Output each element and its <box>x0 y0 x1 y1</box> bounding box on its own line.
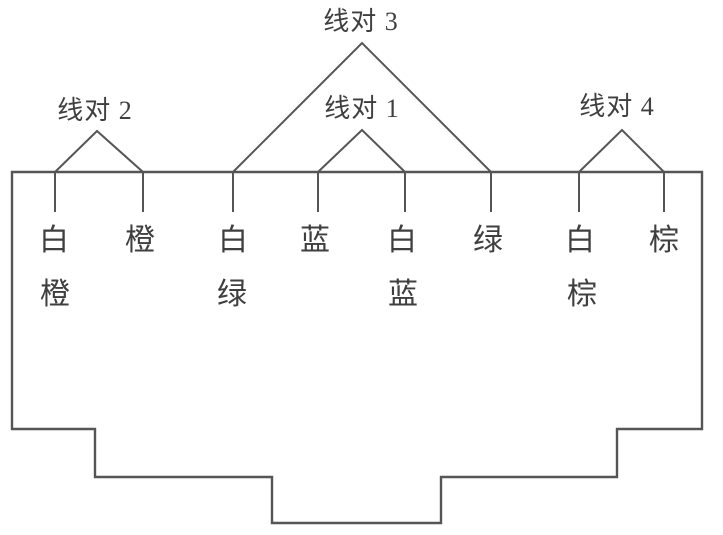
pair4-label: 线对 4 <box>579 92 655 121</box>
connector-outline <box>10 170 704 525</box>
wire4-top-label: 蓝 <box>300 224 330 257</box>
wire2-top-label: 橙 <box>125 224 155 257</box>
wire5-top-label: 白 <box>387 224 417 257</box>
wire1-bottom-label: 橙 <box>40 278 70 311</box>
wire5-bottom-label: 蓝 <box>388 278 418 311</box>
wire6-top-label: 绿 <box>473 224 503 257</box>
pair4-bracket <box>578 128 665 173</box>
wire3-top-label: 白 <box>218 224 248 257</box>
pair1-bracket <box>317 128 406 173</box>
wire3-bottom-label: 绿 <box>217 278 247 311</box>
pair3-label: 线对 3 <box>323 7 399 36</box>
wire1-top-label: 白 <box>39 224 69 257</box>
wire7-top-label: 白 <box>565 224 595 257</box>
wire7-bottom-label: 棕 <box>567 278 597 311</box>
pair2-bracket <box>54 129 144 173</box>
pair1-label: 线对 1 <box>324 94 400 123</box>
wire8-top-label: 棕 <box>649 224 679 257</box>
pair2-label: 线对 2 <box>57 96 133 125</box>
pair3-bracket <box>232 41 492 173</box>
